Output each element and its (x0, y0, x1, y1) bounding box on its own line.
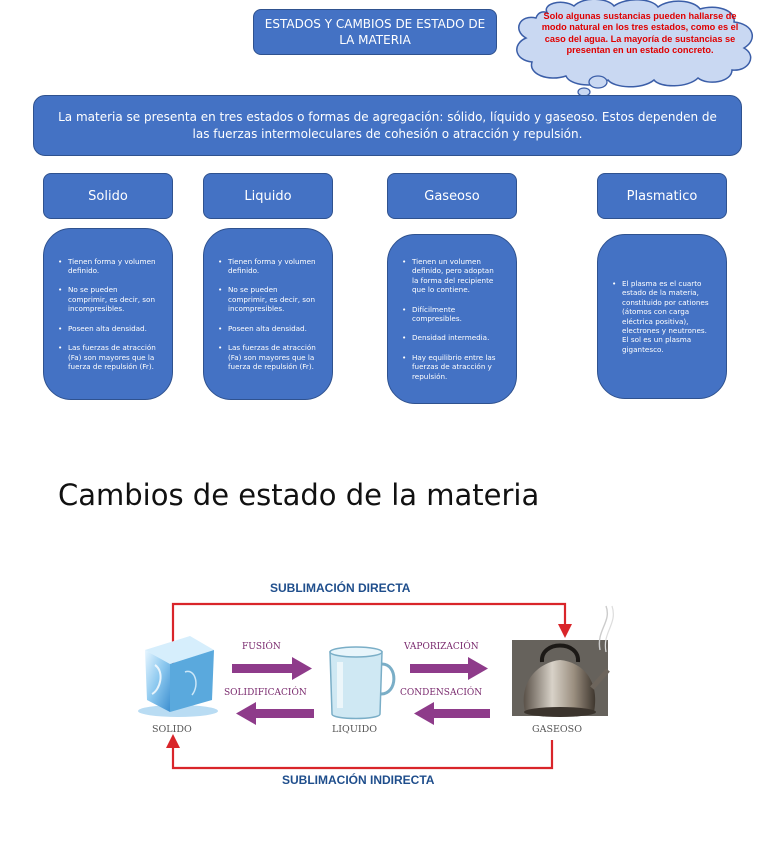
point-list: El plasma es el cuarto estado de la mate… (612, 279, 712, 354)
label-solidificacion: SOLIDIFICACIÓN (224, 688, 307, 698)
state-header-gaseoso: Gaseoso (387, 173, 517, 219)
point-item: No se pueden comprimir, es decir, son in… (218, 285, 318, 313)
state-card-liquido: Tienen forma y volumen definido. No se p… (203, 228, 333, 400)
point-item: No se pueden comprimir, es decir, son in… (58, 285, 158, 313)
label-sublimacion-indirecta: SUBLIMACIÓN INDIRECTA (282, 773, 435, 787)
arrow-sublimacion-indirecta (166, 734, 554, 770)
ice-cube-image (138, 636, 218, 717)
intro-box: La materia se presenta en tres estados o… (33, 95, 742, 156)
section-title: Cambios de estado de la materia (58, 478, 540, 512)
point-item: El plasma es el cuarto estado de la mate… (612, 279, 712, 354)
point-item: Las fuerzas de atracción (Fa) son mayore… (58, 343, 158, 371)
arrow-solidificacion (236, 702, 314, 725)
state-header-label: Solido (88, 188, 128, 204)
arrow-fusion (232, 657, 312, 680)
state-card-solido: Tienen forma y volumen definido. No se p… (43, 228, 173, 400)
arrow-sublimacion-directa (171, 602, 572, 668)
state-header-label: Gaseoso (424, 188, 480, 204)
point-list: Tienen forma y volumen definido. No se p… (58, 257, 158, 372)
point-item: Tienen forma y volumen definido. (218, 257, 318, 276)
state-header-solido: Solido (43, 173, 173, 219)
arrow-vaporizacion (410, 657, 488, 680)
point-item: Poseen alta densidad. (58, 324, 158, 334)
label-liquido: LIQUIDO (332, 724, 378, 735)
title-box: ESTADOS Y CAMBIOS DE ESTADO DE LA MATERI… (253, 9, 497, 55)
point-item: Poseen alta densidad. (218, 324, 318, 334)
label-gaseoso: GASEOSO (532, 724, 582, 735)
glass-image (329, 646, 396, 720)
label-fusion: FUSIÓN (242, 642, 281, 652)
point-list: Tienen forma y volumen definido. No se p… (218, 257, 318, 372)
kettle-image (512, 605, 614, 717)
label-vaporizacion: VAPORIZACIÓN (404, 642, 479, 652)
cloud-note: Solo algunas sustancias pueden hallarse … (541, 11, 739, 56)
point-item: Difícilmente compresibles. (402, 305, 502, 324)
state-header-liquido: Liquido (203, 173, 333, 219)
point-list: Tienen un volumen definido, pero adoptan… (402, 257, 502, 381)
point-item: Hay equilibrio entre las fuerzas de atra… (402, 353, 502, 381)
thought-cloud (516, 0, 754, 102)
label-condensacion: CONDENSACIÓN (400, 688, 483, 698)
label-sublimacion-directa: SUBLIMACIÓN DIRECTA (270, 581, 411, 595)
point-item: Las fuerzas de atracción (Fa) son mayore… (218, 343, 318, 371)
state-card-plasmatico: El plasma es el cuarto estado de la mate… (597, 234, 727, 399)
point-item: Tienen forma y volumen definido. (58, 257, 158, 276)
state-header-plasmatico: Plasmatico (597, 173, 727, 219)
page-title: ESTADOS Y CAMBIOS DE ESTADO DE LA MATERI… (264, 17, 486, 47)
point-item: Densidad intermedia. (402, 333, 502, 343)
arrow-condensacion (414, 702, 490, 725)
state-header-label: Plasmatico (626, 188, 698, 204)
label-solido: SOLIDO (152, 724, 192, 735)
point-item: Tienen un volumen definido, pero adoptan… (402, 257, 502, 295)
state-header-label: Liquido (244, 188, 292, 204)
intro-text: La materia se presenta en tres estados o… (58, 109, 717, 141)
state-card-gaseoso: Tienen un volumen definido, pero adoptan… (387, 234, 517, 404)
